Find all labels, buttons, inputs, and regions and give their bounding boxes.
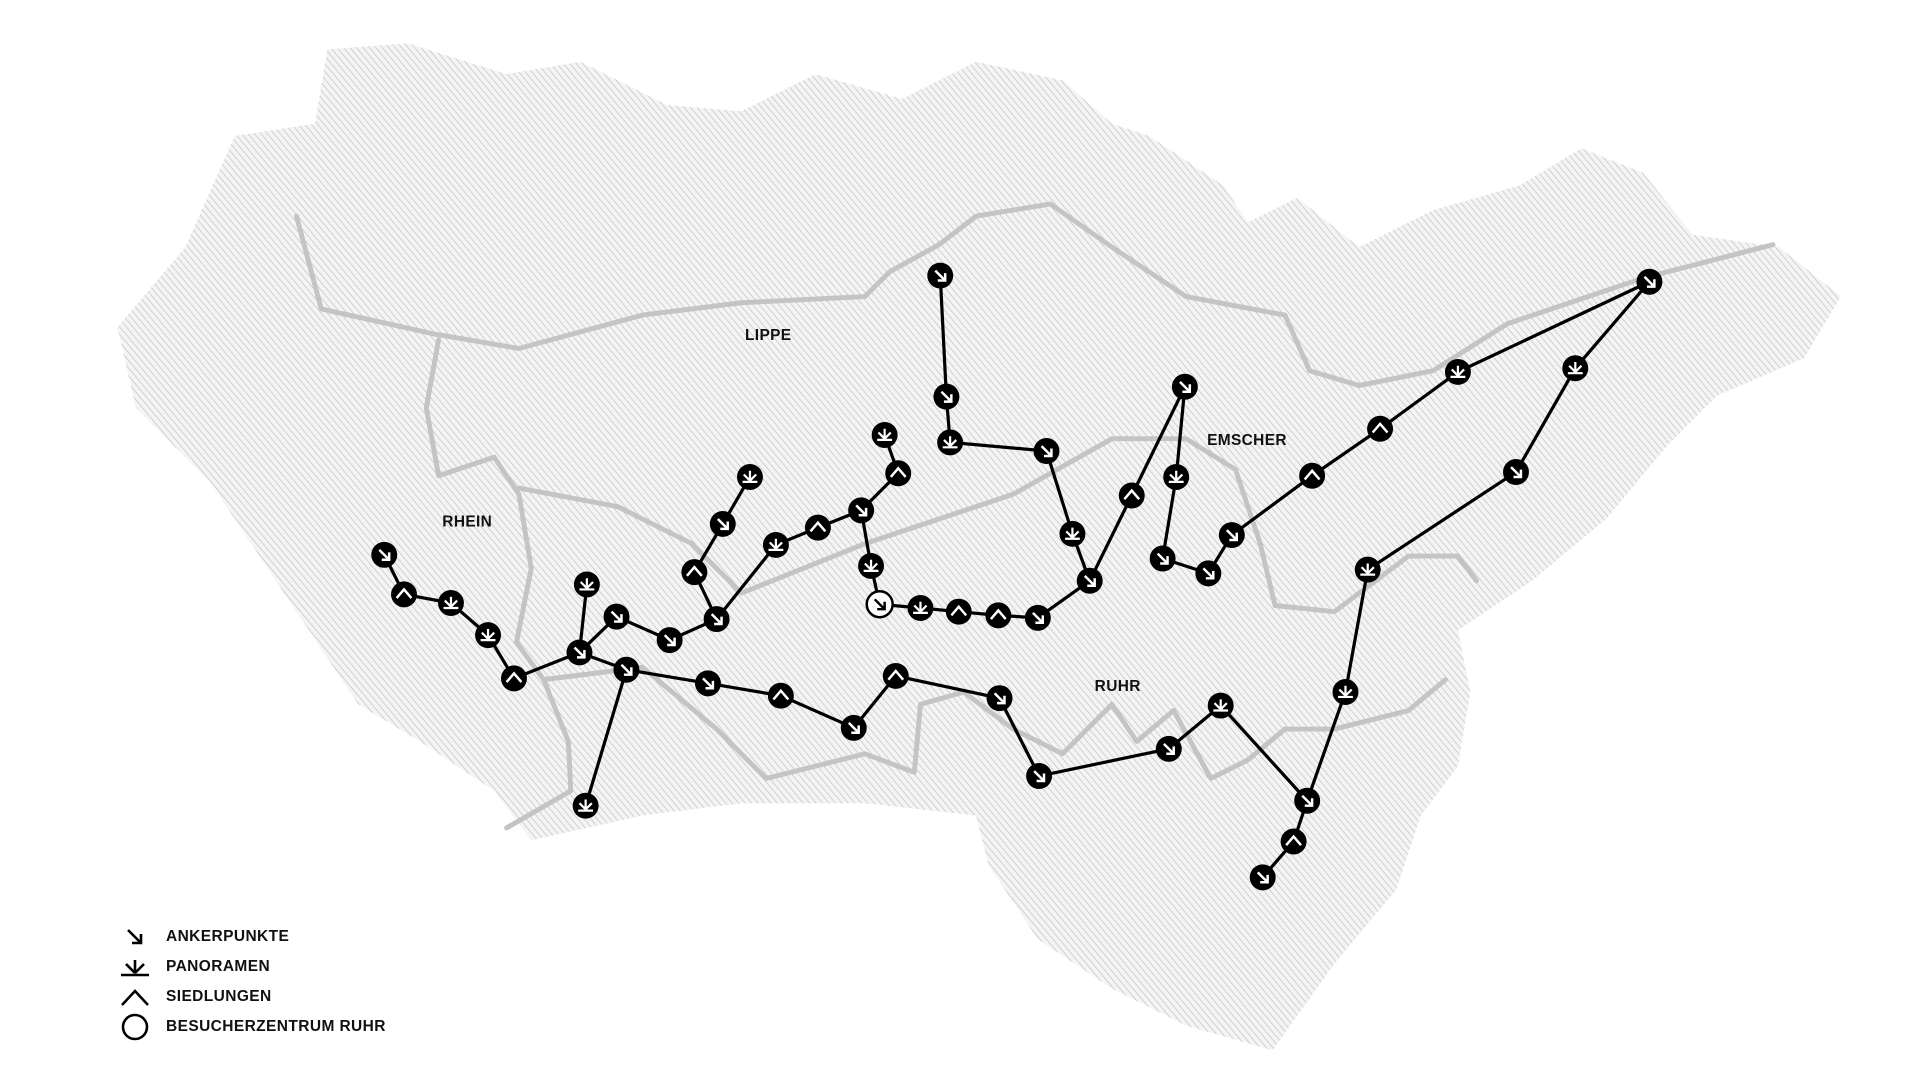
settlement-marker[interactable] xyxy=(945,598,972,625)
map-legend: ANKERPUNKTE PANORAMEN SIEDLUNGEN BESUCHE… xyxy=(118,922,386,1042)
anchor-point-marker[interactable] xyxy=(371,541,398,568)
settlement-marker[interactable] xyxy=(1280,828,1307,855)
river-label-rhein: RHEIN xyxy=(442,513,492,530)
panorama-marker[interactable] xyxy=(573,571,600,598)
anchor-point-marker[interactable] xyxy=(927,262,954,289)
settlement-marker[interactable] xyxy=(985,602,1012,629)
panorama-marker[interactable] xyxy=(937,429,964,456)
anchor-point-marker[interactable] xyxy=(603,603,630,630)
legend-label: ANKERPUNKTE xyxy=(166,928,290,945)
anchor-point-marker[interactable] xyxy=(933,383,960,410)
anchor-point-marker[interactable] xyxy=(1076,567,1103,594)
river-rhein xyxy=(423,337,574,831)
panorama-marker[interactable] xyxy=(437,590,464,616)
anchor-point-marker[interactable] xyxy=(1503,459,1529,486)
anchor-point-marker[interactable] xyxy=(1294,787,1321,814)
panorama-marker[interactable] xyxy=(871,421,898,448)
anchor-point-marker[interactable] xyxy=(656,627,683,654)
river-label-emscher: EMSCHER xyxy=(1207,432,1287,449)
route-markers xyxy=(371,262,1663,891)
panorama-marker[interactable] xyxy=(1059,520,1086,547)
legend-label: PANORAMEN xyxy=(166,958,271,975)
anchor-point-marker[interactable] xyxy=(986,685,1013,712)
settlement-marker[interactable] xyxy=(804,514,831,541)
anchor-point-marker[interactable] xyxy=(1195,560,1222,587)
anchor-point-marker[interactable] xyxy=(694,670,721,697)
legend-item-siedlungen: SIEDLUNGEN xyxy=(118,982,386,1012)
panorama-marker[interactable] xyxy=(475,622,502,649)
settlement-marker[interactable] xyxy=(1299,462,1326,489)
anchor-point-marker[interactable] xyxy=(1636,268,1663,295)
settlement-marker[interactable] xyxy=(1118,482,1145,509)
anchor-point-marker[interactable] xyxy=(1026,763,1053,789)
anchor-point-marker[interactable] xyxy=(848,497,875,524)
anchor-point-marker[interactable] xyxy=(1171,373,1198,400)
anchor-point-marker[interactable] xyxy=(709,510,736,537)
legend-label: BESUCHERZENTRUM RUHR xyxy=(166,1018,386,1035)
panorama-marker[interactable] xyxy=(907,594,934,621)
panorama-marker[interactable] xyxy=(1354,556,1381,583)
panorama-marker[interactable] xyxy=(858,552,885,579)
anchor-point-marker[interactable] xyxy=(566,639,593,666)
anchor-point-marker[interactable] xyxy=(1149,545,1176,572)
panorama-marker[interactable] xyxy=(572,792,599,819)
visitor-center-marker[interactable] xyxy=(865,590,894,619)
settlement-roof-icon xyxy=(118,983,152,1011)
river-label-ruhr: RUHR xyxy=(1095,678,1141,695)
route-line xyxy=(584,669,628,807)
legend-item-ankerpunkte: ANKERPUNKTE xyxy=(118,922,386,952)
river-emscher xyxy=(516,436,1479,615)
settlement-marker[interactable] xyxy=(501,665,527,692)
settlement-marker[interactable] xyxy=(882,662,909,689)
river-lippe xyxy=(294,201,1776,389)
panorama-marker[interactable] xyxy=(762,531,789,558)
settlement-marker[interactable] xyxy=(391,581,417,608)
anchor-point-marker[interactable] xyxy=(1024,604,1051,631)
anchor-point-marker[interactable] xyxy=(840,714,867,741)
panorama-marker[interactable] xyxy=(1163,464,1190,490)
panorama-marker[interactable] xyxy=(1444,358,1471,385)
anchor-point-marker[interactable] xyxy=(1033,438,1060,465)
ruhr-region-area xyxy=(117,43,1841,1051)
panorama-marker[interactable] xyxy=(1207,692,1234,719)
settlement-marker[interactable] xyxy=(1367,415,1394,442)
legend-item-besucherzentrum: BESUCHERZENTRUM RUHR xyxy=(118,1012,386,1042)
settlement-marker[interactable] xyxy=(681,559,708,586)
river-ruhr xyxy=(541,664,1449,781)
settlement-marker[interactable] xyxy=(767,682,794,709)
legend-label: SIEDLUNGEN xyxy=(166,988,272,1005)
legend-item-panoramen: PANORAMEN xyxy=(118,952,386,982)
anchor-arrow-icon xyxy=(118,923,152,951)
visitor-center-circle-icon xyxy=(118,1013,152,1041)
route-line xyxy=(1088,280,1651,879)
anchor-point-marker[interactable] xyxy=(703,606,730,633)
river-label-lippe: LIPPE xyxy=(745,327,791,344)
anchor-point-marker[interactable] xyxy=(1249,864,1276,891)
settlement-marker[interactable] xyxy=(885,460,912,487)
anchor-point-marker[interactable] xyxy=(613,656,640,683)
anchor-point-marker[interactable] xyxy=(1218,522,1245,549)
anchor-point-marker[interactable] xyxy=(1155,735,1182,762)
panorama-marker[interactable] xyxy=(1332,679,1359,705)
panorama-marker[interactable] xyxy=(736,464,763,490)
panorama-marker[interactable] xyxy=(1562,355,1589,382)
panorama-icon xyxy=(118,953,152,981)
